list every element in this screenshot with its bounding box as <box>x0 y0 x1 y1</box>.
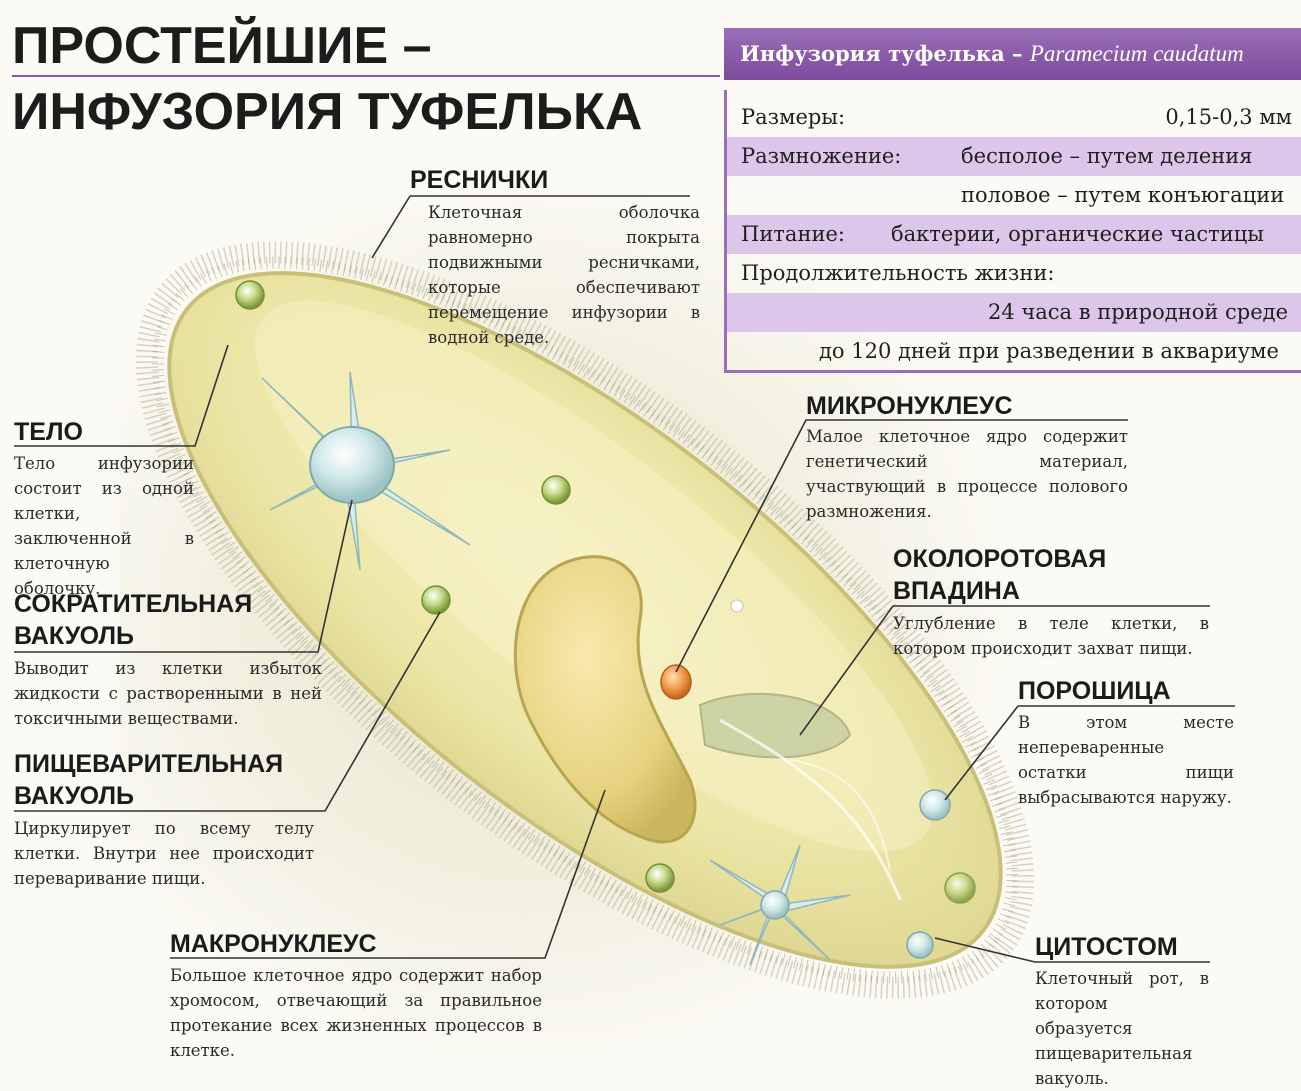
label-contractile-text: Выводит из клетки избыток жидкости с рас… <box>14 659 322 728</box>
label-oral-groove-text: Углубление в теле клетки, в котором прои… <box>893 614 1209 658</box>
contractile-vacuole-top <box>261 371 471 571</box>
title-divider <box>12 75 720 77</box>
lifespan-label: Продолжительность жизни: <box>741 261 1055 285</box>
cilia <box>135 241 1035 999</box>
paramecium-illustration <box>14 195 1235 999</box>
label-micronucleus-title: МИКРОНУКЛЕУС <box>806 392 1013 420</box>
reproduction-label: Размножение: <box>741 144 902 168</box>
leader-lines <box>14 195 1235 963</box>
page-title-line2: ИНФУЗОРИЯ ТУФЕЛЬКА <box>12 83 643 141</box>
label-digestive-title-2: ВАКУОЛЬ <box>14 782 135 810</box>
page-title-line1: ПРОСТЕЙШИЕ – <box>12 17 432 75</box>
row-reproduction: Размножение: бесполое – путем деления <box>727 137 1301 176</box>
label-oral-groove-title-2: ВПАДИНА <box>893 577 1020 605</box>
contractile-vacuole-bottom <box>709 844 851 966</box>
row-reproduction-sexual: половое – путем конъюгации <box>727 176 1301 215</box>
size-label: Размеры: <box>741 105 846 129</box>
label-macronucleus-text: Большое клеточное ядро содержит набор хр… <box>170 966 542 1060</box>
label-digestive-text: Циркулирует по всему телу клетки. Внутри… <box>14 819 314 888</box>
row-lifespan: Продолжительность жизни: <box>727 254 1301 293</box>
label-micronucleus-text: Малое клеточное ядро содержит генетическ… <box>806 427 1128 521</box>
label-anal-pore-text: В этом месте непереваренные остатки пищи… <box>1018 713 1234 807</box>
info-table-heading: Инфузория туфелька – Paramecium caudatum <box>724 28 1301 80</box>
label-contractile-title-2: ВАКУОЛЬ <box>14 622 135 650</box>
row-lifespan-aquarium: до 120 дней при разведении в аквариуме <box>727 332 1301 371</box>
label-body-title: ТЕЛО <box>14 418 83 446</box>
label-macronucleus-title: МАКРОНУКЛЕУС <box>170 930 377 958</box>
size-value: 0,15-0,3 мм <box>1165 105 1292 129</box>
label-digestive-title-1: ПИЩЕВАРИТЕЛЬНАЯ <box>14 750 284 778</box>
nutrition-label: Питание: <box>741 222 845 246</box>
label-cilia-title: РЕСНИЧКИ <box>410 166 549 194</box>
label-oral-groove-title-1: ОКОЛОРОТОВАЯ <box>893 545 1107 573</box>
label-cytostome-text: Клеточный рот, в котором образуется пище… <box>1035 969 1209 1088</box>
oral-groove <box>698 692 852 759</box>
info-table: Инфузория туфелька – Paramecium caudatum… <box>724 28 1301 373</box>
heading-russian: Инфузория туфелька – <box>740 41 1030 66</box>
row-nutrition: Питание: бактерии, органические частицы <box>727 215 1301 254</box>
lifespan-nature: 24 часа в природной среде <box>987 300 1288 324</box>
label-cytostome-title: ЦИТОСТОМ <box>1035 933 1178 961</box>
nutrition-value: бактерии, органические частицы <box>891 222 1265 246</box>
lifespan-aquarium: до 120 дней при разведении в аквариуме <box>819 339 1279 363</box>
label-anal-pore-title: ПОРОШИЦА <box>1018 677 1171 705</box>
info-table-body: Размеры: 0,15-0,3 мм Размножение: беспол… <box>724 90 1301 373</box>
macronucleus <box>513 555 697 844</box>
reproduction-asexual: бесполое – путем деления <box>961 144 1253 168</box>
micronucleus <box>660 664 692 700</box>
label-cilia-text: Клеточная оболочка равномерно покрыта по… <box>428 203 700 347</box>
row-size: Размеры: 0,15-0,3 мм <box>727 98 1301 137</box>
food-vacuoles <box>235 280 976 959</box>
row-lifespan-nature: 24 часа в природной среде <box>727 293 1301 332</box>
label-contractile-title-1: СОКРАТИТЕЛЬНАЯ <box>14 590 253 618</box>
heading-latin: Paramecium caudatum <box>1029 41 1244 66</box>
reproduction-sexual: половое – путем конъюгации <box>961 183 1285 207</box>
label-body-text: Тело инфузории состоит из одной клетки, … <box>14 454 194 598</box>
